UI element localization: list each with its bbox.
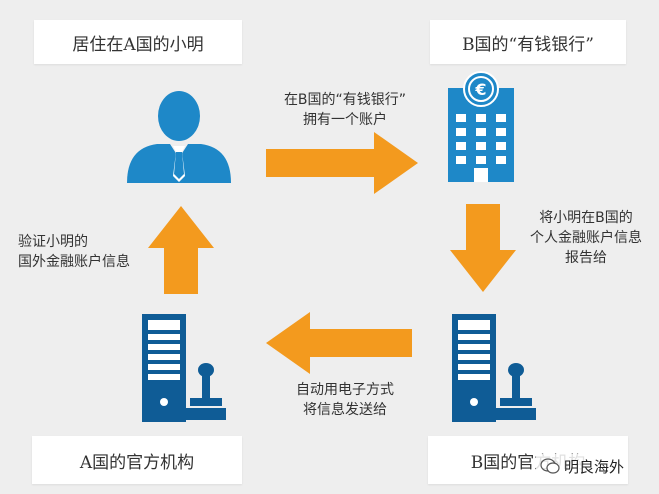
node-label-agency-a-text: A国的官方机构: [79, 452, 195, 473]
edge-caption-top-line-2: 拥有一个账户: [303, 112, 387, 128]
edge-caption-left-line-2: 国外金融账户信息: [18, 254, 130, 270]
node-label-xiaoming-text: 居住在A国的小明: [72, 34, 204, 55]
watermark-text: 明良海外: [564, 457, 625, 476]
edge-caption-bottom-line-2: 将信息发送给: [303, 402, 387, 418]
edge-caption-right: 将小明在B国的 个人金融账户信息 报告给: [516, 208, 656, 268]
watermark: 明良海外: [536, 454, 629, 478]
node-label-bank: B国的“有钱银行”: [430, 20, 626, 64]
arrow-down: [450, 204, 516, 292]
server-stamp-icon-a: [142, 314, 226, 422]
wechat-icon: [540, 458, 560, 474]
edge-caption-right-line-3: 报告给: [565, 250, 607, 266]
edge-caption-right-line-1: 将小明在B国的: [539, 210, 633, 226]
node-label-xiaoming: 居住在A国的小明: [34, 20, 242, 64]
edge-caption-right-line-2: 个人金融账户信息: [530, 230, 642, 246]
server-stamp-icon-b: [452, 314, 536, 422]
arrow-right: [266, 132, 418, 194]
node-label-agency-a: A国的官方机构: [32, 436, 242, 484]
svg-text:€: €: [474, 80, 486, 99]
node-label-bank-text: B国的“有钱银行”: [462, 34, 594, 55]
arrow-left: [266, 312, 412, 374]
edge-caption-top-line-1: 在B国的“有钱银行”: [283, 92, 407, 108]
person-icon: [127, 91, 231, 183]
edge-caption-left: 验证小明的 国外金融账户信息: [18, 232, 148, 272]
edge-caption-left-line-1: 验证小明的: [18, 234, 88, 250]
edge-caption-top: 在B国的“有钱银行” 拥有一个账户: [262, 90, 428, 130]
arrow-up: [148, 206, 214, 294]
edge-caption-bottom: 自动用电子方式 将信息发送给: [280, 380, 410, 420]
edge-caption-bottom-line-1: 自动用电子方式: [296, 382, 394, 398]
bank-building-icon: €: [448, 71, 514, 182]
